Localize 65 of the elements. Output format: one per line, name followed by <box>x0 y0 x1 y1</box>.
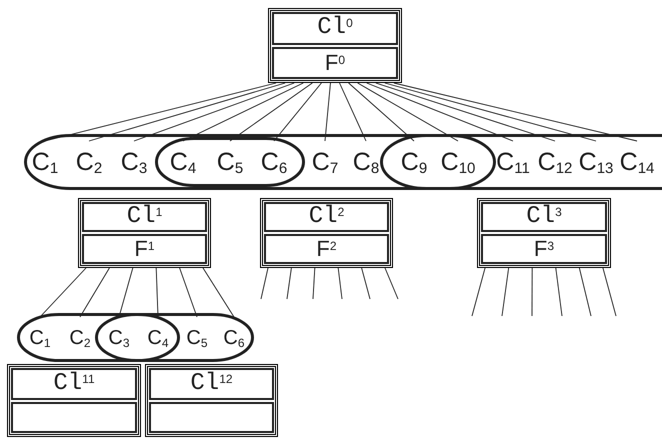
element-label: C$_{1}$ <box>29 328 51 348</box>
connector-line <box>532 268 533 316</box>
connector-line <box>274 82 322 142</box>
connector-line <box>357 82 458 142</box>
connector-line <box>230 82 313 142</box>
element-label: C$_{11}$ <box>496 150 530 174</box>
class-label: Cl$^{3}$ <box>526 205 562 229</box>
connector-line <box>394 82 638 142</box>
class-label: Cl$^{0}$ <box>317 16 353 40</box>
element-label: C$_{14}$ <box>620 150 654 174</box>
connector-line <box>134 82 295 142</box>
connector-line <box>348 82 414 142</box>
record-box <box>477 198 611 268</box>
connector-line <box>602 268 616 316</box>
connector-line <box>40 268 86 318</box>
connector-line <box>472 268 486 316</box>
connector-line <box>361 268 370 300</box>
connector-line <box>80 268 110 318</box>
element-label: C$_{2}$ <box>76 150 102 174</box>
element-label: C$_{2}$ <box>69 328 91 348</box>
record-box <box>78 198 211 268</box>
element-label: C$_{8}$ <box>352 150 380 174</box>
connector-line <box>375 82 556 142</box>
element-label: C$_{6}$ <box>223 328 245 348</box>
element-label: C$_{3}$ <box>120 150 148 174</box>
connector-line <box>502 268 510 316</box>
record-box <box>268 8 402 83</box>
connector-line <box>366 82 514 142</box>
connector-line <box>338 268 342 300</box>
connector-line <box>182 82 304 142</box>
connector-line <box>384 268 398 300</box>
connector-line <box>202 268 234 318</box>
element-label: C$_{4}$ <box>170 150 196 174</box>
element-label: C$_{12}$ <box>538 150 572 174</box>
class-label: Cl$^{11}$ <box>53 372 95 396</box>
element-label: C$_{9}$ <box>400 150 428 174</box>
connector-line <box>179 268 198 318</box>
connector-line <box>384 82 596 142</box>
connector-line <box>44 82 276 142</box>
field-label: F$^{1}$ <box>134 238 155 260</box>
class-label: Cl$^{1}$ <box>126 205 162 229</box>
field-label: F$^{0}$ <box>324 52 346 74</box>
connector-line <box>286 268 292 300</box>
element-label: C$_{5}$ <box>216 150 244 174</box>
element-label: C$_{1}$ <box>32 150 58 174</box>
record-box <box>260 198 393 268</box>
element-label: C$_{3}$ <box>108 328 130 348</box>
connector-line <box>312 268 316 300</box>
class-label: Cl$^{2}$ <box>308 205 344 229</box>
element-label: C$_{7}$ <box>312 150 338 174</box>
class-label: Cl$^{12}$ <box>190 372 233 396</box>
element-label: C$_{4}$ <box>147 328 169 348</box>
element-label: C$_{6}$ <box>260 150 288 174</box>
connector-line <box>578 268 592 316</box>
record-box <box>145 364 278 437</box>
connector-line <box>339 82 366 142</box>
element-label: C$_{5}$ <box>186 328 208 348</box>
element-label: C$_{10}$ <box>440 150 476 174</box>
connector-line <box>555 268 562 316</box>
record-box <box>7 364 141 437</box>
element-label: C$_{13}$ <box>578 150 614 174</box>
connector-line <box>88 82 286 142</box>
field-label: F$^{2}$ <box>316 238 337 260</box>
connector-line <box>260 268 268 300</box>
field-label: F$^{3}$ <box>534 238 554 260</box>
